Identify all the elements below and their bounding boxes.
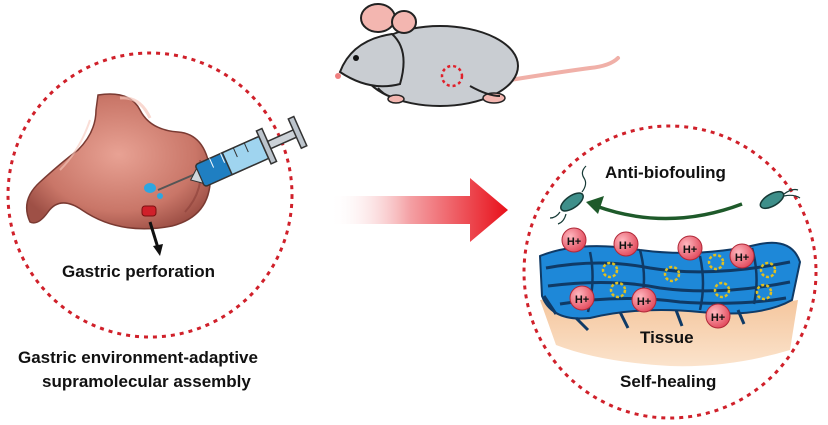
svg-text:H+: H+ [567,236,581,248]
label-anti-biofouling: Anti-biofouling [605,163,726,182]
label-tissue: Tissue [640,328,694,347]
svg-text:H+: H+ [575,294,589,306]
anti-biofouling-arrow [595,202,743,221]
svg-text:H+: H+ [683,244,697,256]
svg-text:H+: H+ [637,296,651,308]
mouse-icon [335,3,620,107]
hydrogel-drop [144,183,156,193]
label-gastric-perforation: Gastric perforation [62,262,216,281]
proton-4: H+ [729,243,755,269]
mouse-target-marker [440,64,464,88]
proton-3: H+ [677,235,703,261]
left-dashed-circle [6,51,294,339]
stomach-icon [25,93,212,256]
label-self-healing: Self-healing [620,372,717,391]
perforation-mark [141,205,157,217]
caption-line-2: supramolecular assembly [42,372,251,391]
proton-7: H+ [705,303,731,329]
proton-6: H+ [631,287,657,313]
proton-2: H+ [613,231,639,257]
syringe-icon [157,115,308,191]
proton-5: H+ [569,285,595,311]
bacterium-icon [549,165,587,225]
caption-line-1: Gastric environment-adaptive [18,348,258,367]
process-arrow [330,178,508,242]
svg-text:H+: H+ [711,312,725,324]
svg-text:H+: H+ [735,252,749,264]
svg-text:H+: H+ [619,240,633,252]
right-dashed-circle [522,124,818,420]
proton-1: H+ [561,227,587,253]
perforation-arrow [153,244,163,256]
bacterium-icon-right [759,188,801,210]
